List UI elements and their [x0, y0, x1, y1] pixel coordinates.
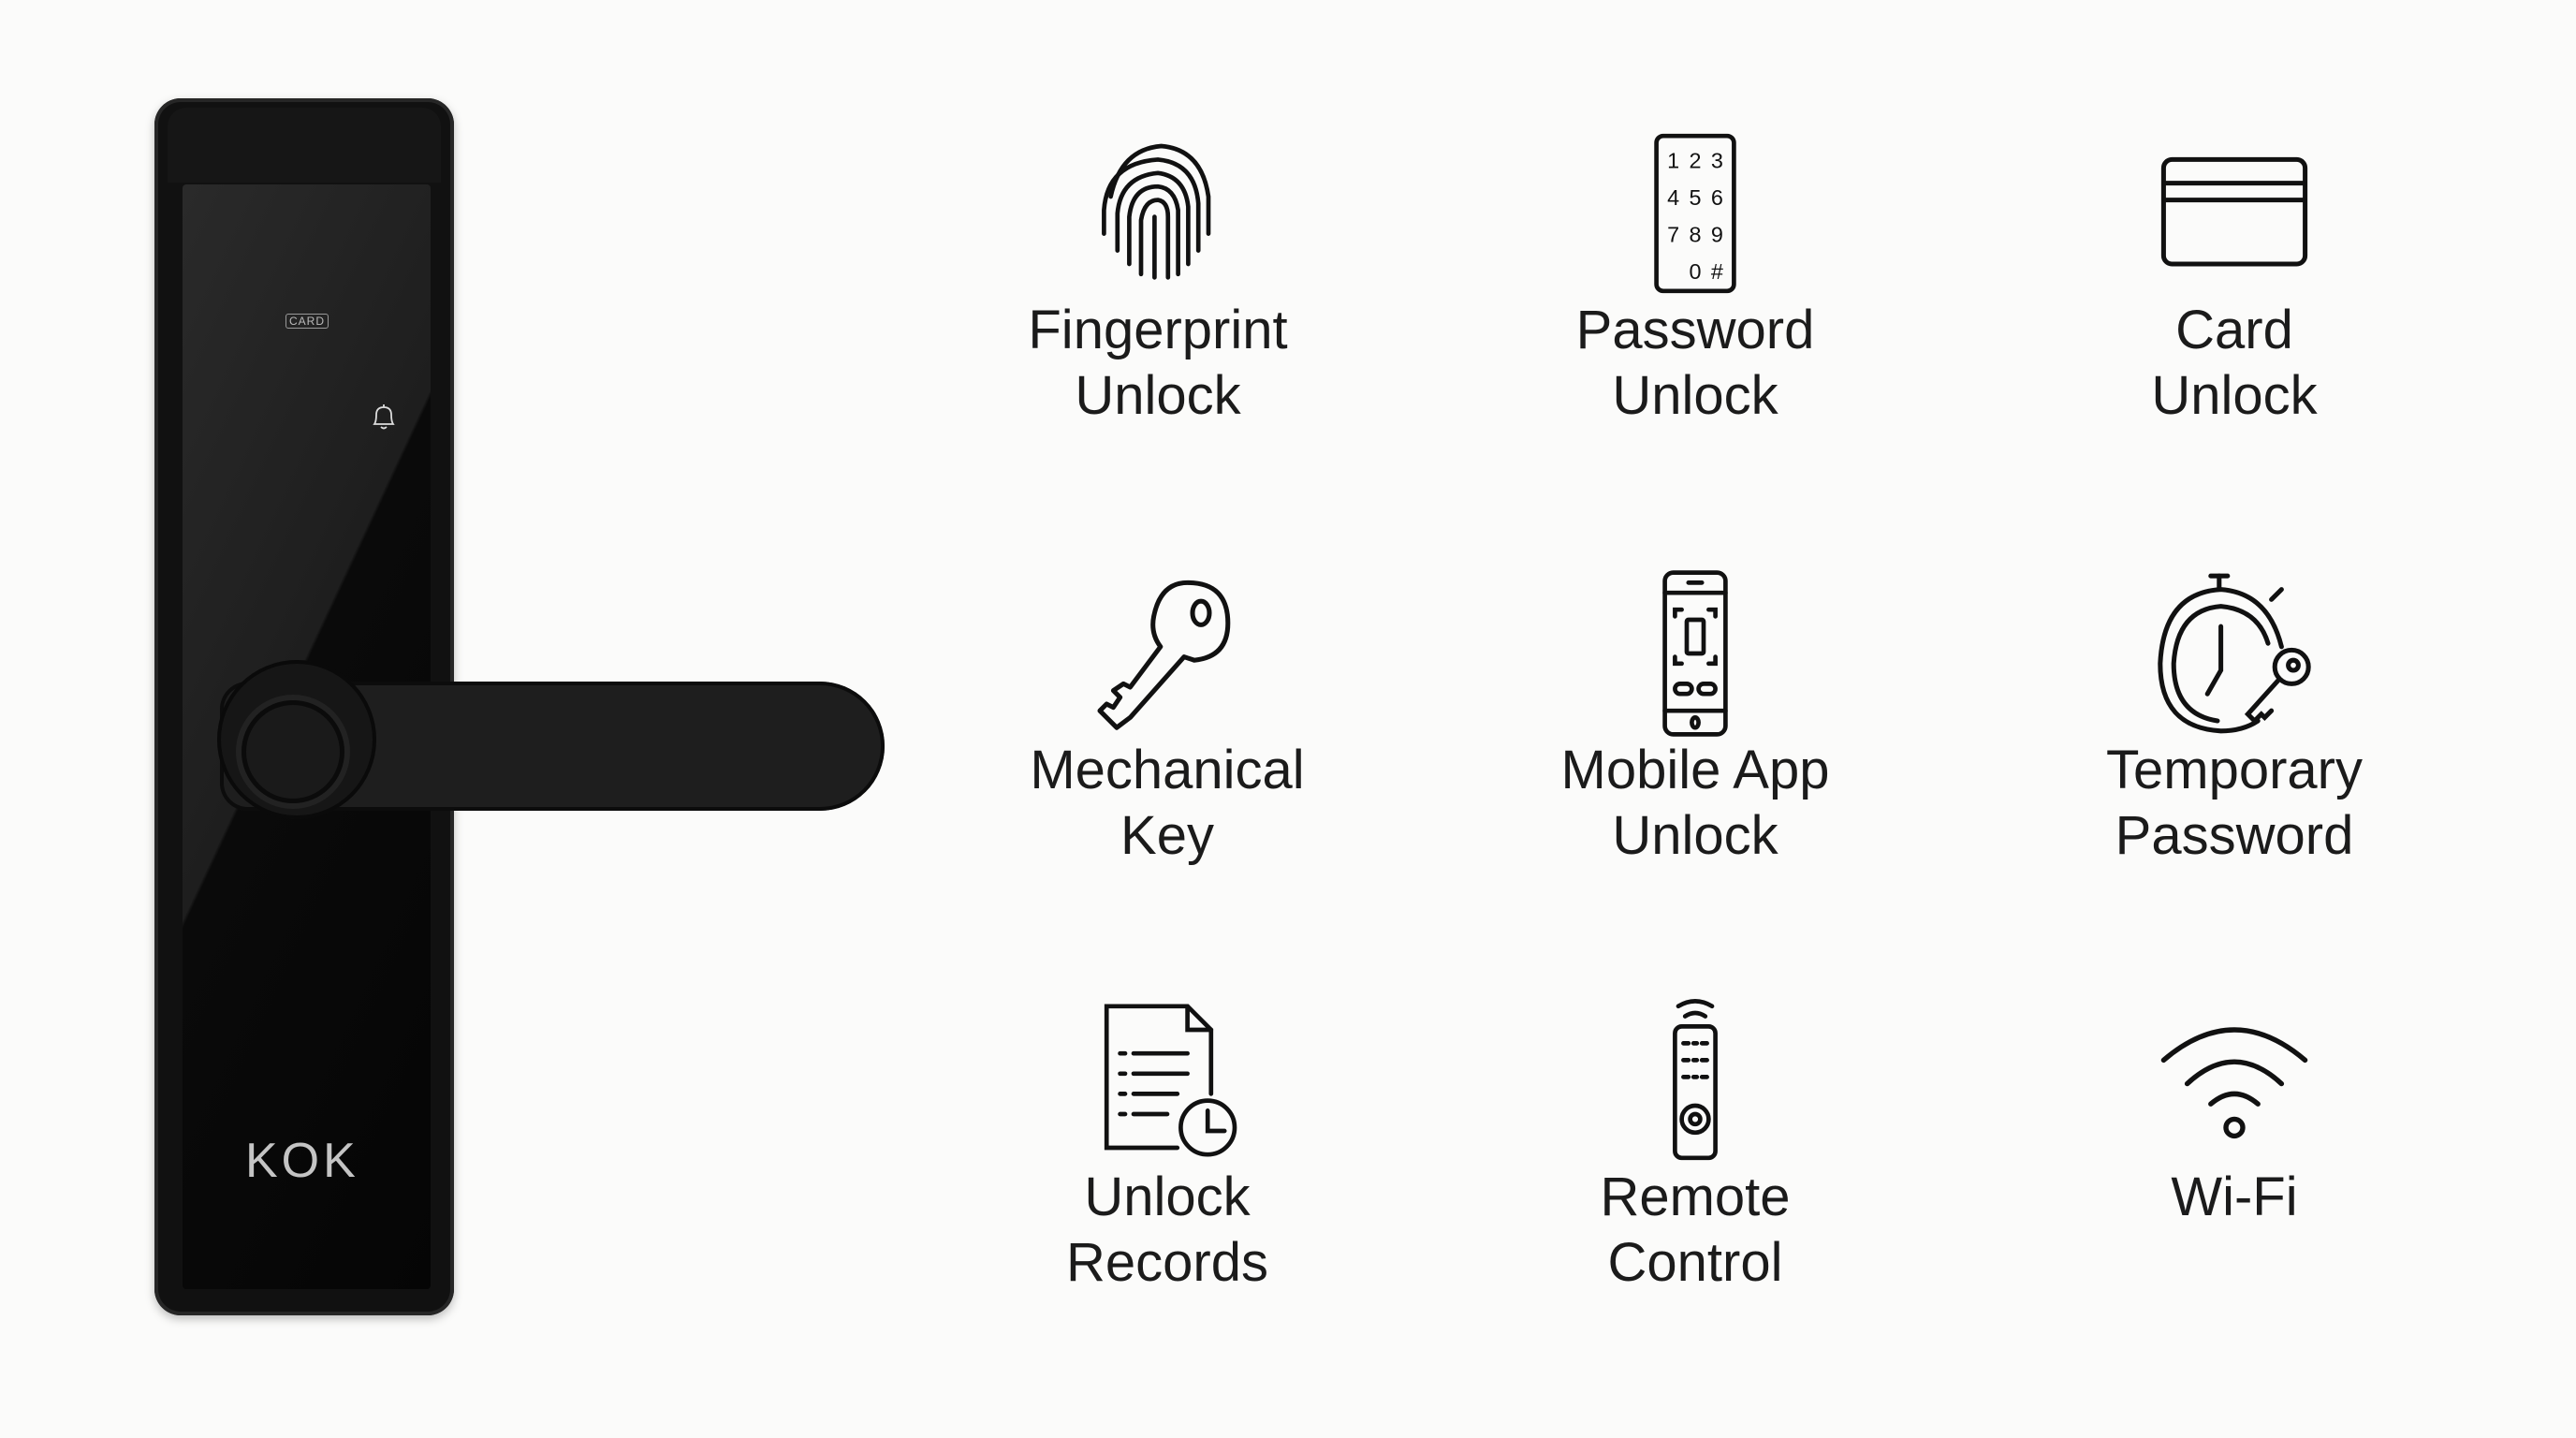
- feature-label-line2: Unlock: [1075, 365, 1241, 426]
- feature-label-line2: Unlock: [1612, 365, 1778, 426]
- lock-top-cap: [168, 108, 441, 183]
- stopwatch-key-icon: [2158, 573, 2311, 734]
- brand-logo: KOK: [245, 1134, 359, 1188]
- feature-label-line2: Unlock: [2151, 365, 2318, 426]
- feature-label-line2: Key: [1120, 805, 1214, 866]
- svg-text:9: 9: [1711, 223, 1723, 247]
- feature-label-line2: Unlock: [1612, 805, 1778, 866]
- feature-label-line1: Card: [2175, 300, 2293, 360]
- fingerprint-sensor: [242, 700, 344, 803]
- feature-label-line2: Password: [2115, 805, 2354, 866]
- fingerprint-icon: [1102, 143, 1211, 280]
- mobile-app-icon: [1662, 570, 1728, 737]
- svg-text:0: 0: [1689, 259, 1701, 284]
- feature-label-line1: Fingerprint: [1028, 300, 1288, 360]
- card-reader-label: CARD: [285, 314, 329, 329]
- document-clock-icon: [1104, 1004, 1237, 1157]
- svg-text:#: #: [1711, 259, 1723, 284]
- feature-label-line1: Mobile App: [1560, 740, 1830, 800]
- feature-label-line1: Wi-Fi: [2171, 1167, 2298, 1227]
- svg-text:7: 7: [1667, 223, 1679, 247]
- feature-label-line1: Remote: [1600, 1167, 1791, 1227]
- remote-control-icon: [1673, 999, 1718, 1161]
- feature-label-line1: Unlock: [1084, 1167, 1251, 1227]
- feature-label-line2: Control: [1607, 1232, 1783, 1293]
- feature-wifi: Wi-Fi: [1954, 996, 2515, 1230]
- feature-label-line1: Password: [1575, 300, 1815, 360]
- key-icon: [1097, 580, 1231, 730]
- svg-text:1: 1: [1667, 148, 1679, 172]
- wifi-icon: [2160, 1027, 2308, 1139]
- feature-label-line1: Mechanical: [1030, 740, 1305, 800]
- svg-text:6: 6: [1711, 185, 1723, 210]
- doorbell-icon: [373, 404, 395, 430]
- svg-text:2: 2: [1689, 148, 1701, 172]
- svg-text:4: 4: [1667, 185, 1679, 210]
- feature-label-line2: Records: [1066, 1232, 1268, 1293]
- svg-text:8: 8: [1689, 223, 1701, 247]
- svg-text:3: 3: [1711, 148, 1723, 172]
- feature-label-line1: Temporary: [2106, 740, 2363, 800]
- svg-text:5: 5: [1689, 185, 1701, 210]
- card-icon: [2160, 156, 2308, 267]
